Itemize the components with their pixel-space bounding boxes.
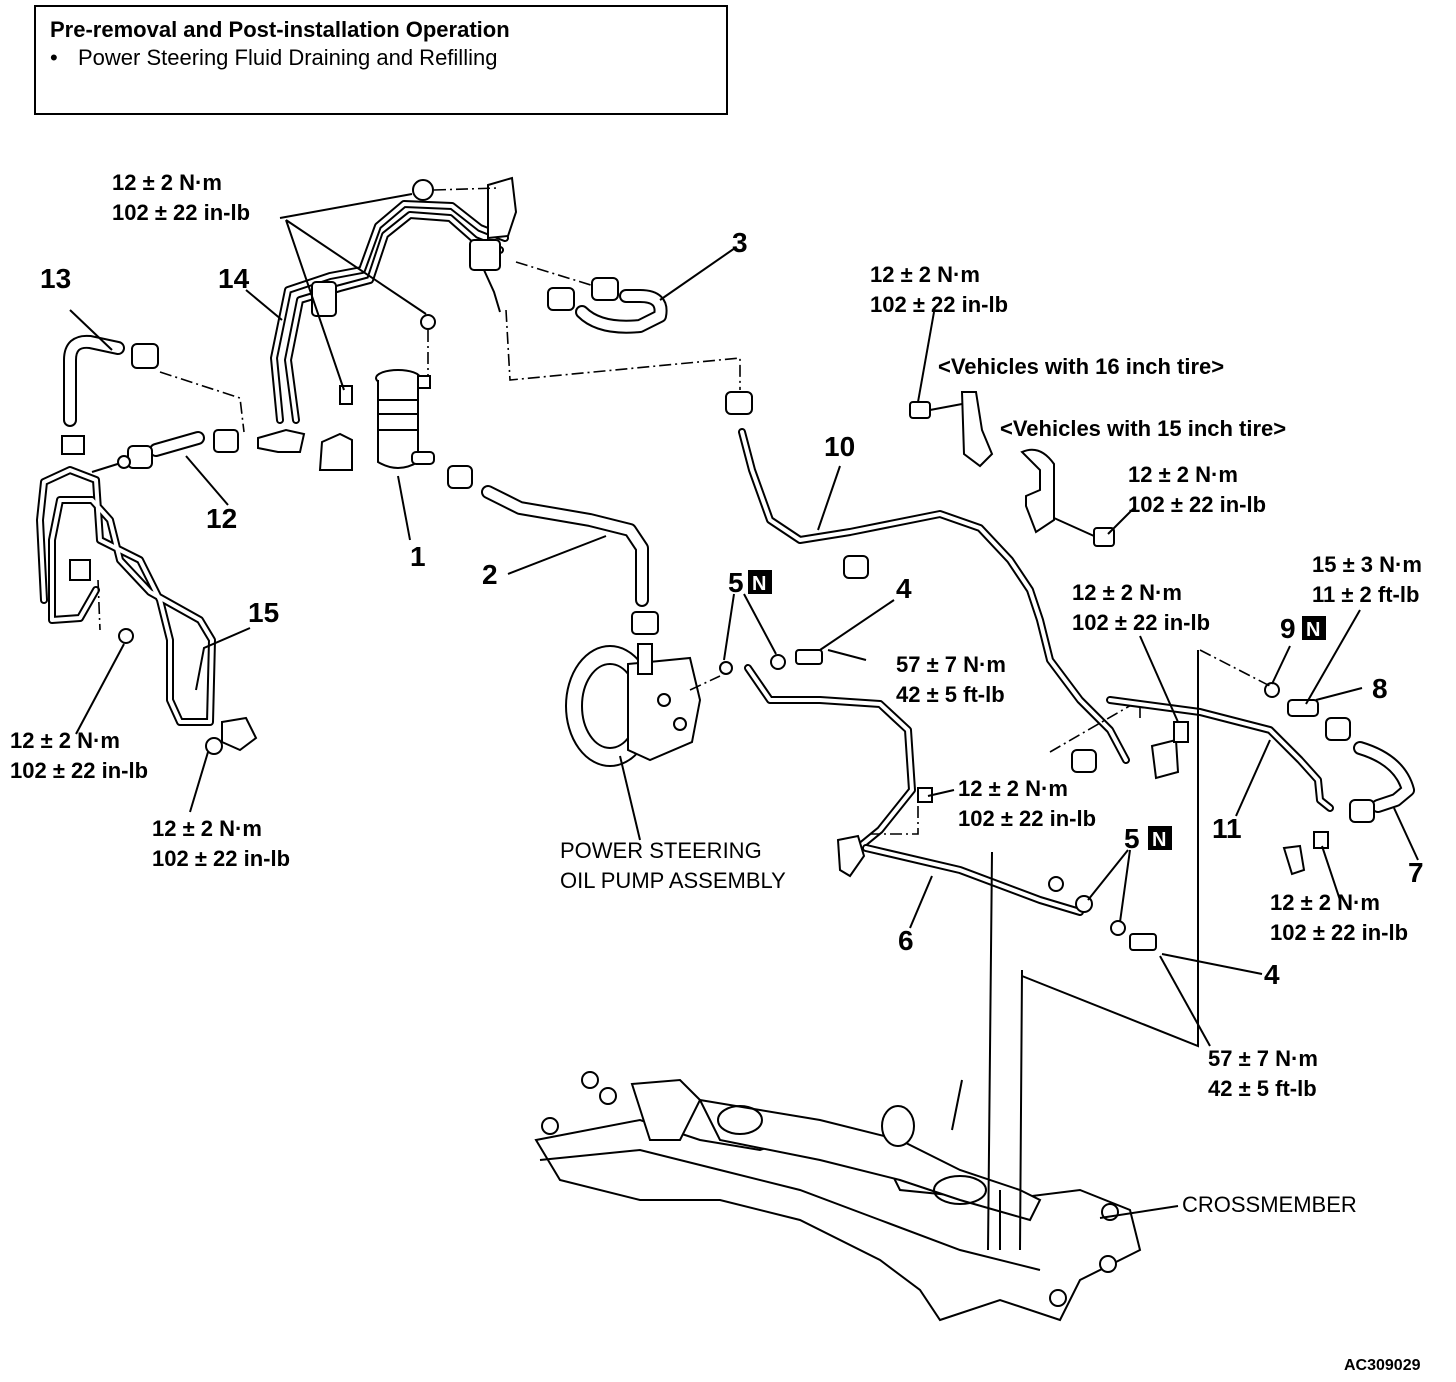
part-number-7: 7 [1408,857,1424,888]
torque-label-nm-57: 57 ± 7 N·m [896,652,1006,677]
hose-12-drawing [91,431,205,473]
note-15-inch-tire: <Vehicles with 15 inch tire> [1000,416,1286,441]
badge-letter: N [1306,619,1320,641]
part-number-6: 6 [898,925,914,956]
badge-new-part [748,570,772,594]
torque-label-inlb: 102 ± 22 in-lb [958,806,1096,831]
part-number-9: 9 [1280,613,1296,644]
return-hose-3-drawing [515,261,668,334]
note-16-inch-tire: <Vehicles with 16 inch tire> [938,354,1224,379]
pre-removal-bullet: • Power Steering Fluid Draining and Refil… [50,43,712,73]
part-number-3: 3 [732,227,748,258]
pump-caption-line1: POWER STEERING [560,838,762,863]
bullet-text: Power Steering Fluid Draining and Refill… [78,45,498,70]
torque-label-ftlb-42: 42 ± 5 ft-lb [1208,1076,1317,1101]
torque-label-inlb: 102 ± 22 in-lb [1270,920,1408,945]
torque-label-nm: 12 ± 2 N·m [870,262,980,287]
torque-label-nm: 12 ± 2 N·m [112,170,222,195]
torque-label-nm-15: 15 ± 3 N·m [1312,552,1422,577]
pre-removal-title: Pre-removal and Post-installation Operat… [50,17,510,42]
torque-label-inlb: 102 ± 22 in-lb [1072,610,1210,635]
part-number-5: 5 [728,567,744,598]
torque-label-inlb: 102 ± 22 in-lb [870,292,1008,317]
torque-label-nm: 12 ± 2 N·m [152,816,262,841]
badge-new-part [1302,616,1326,640]
figure-code: AC309029 [1344,1357,1421,1374]
part-number-5: 5 [1124,823,1140,854]
torque-label-inlb: 102 ± 22 in-lb [10,758,148,783]
tire-brackets-drawing [909,391,1115,547]
part-number-4: 4 [896,573,912,604]
vehicle-notes: <Vehicles with 16 inch tire> <Vehicles w… [938,354,1286,441]
torque-label-nm: 12 ± 2 N·m [958,776,1068,801]
part-number-15: 15 [248,597,279,628]
bracket-shape [487,176,518,240]
part-numbers: 13 14 3 10 12 1 2 5 N 4 15 9 N 8 11 5 N … [40,227,1424,990]
torque-label-ftlb-42: 42 ± 5 ft-lb [896,682,1005,707]
torque-label-nm-57: 57 ± 7 N·m [1208,1046,1318,1071]
return-tube-11-drawing [1106,649,1415,876]
return-hose-13-drawing [63,334,245,433]
part-number-14: 14 [218,263,250,294]
suction-hose-2-drawing [481,485,659,635]
pre-removal-box: Pre-removal and Post-installation Operat… [34,5,728,115]
torque-label-nm: 12 ± 2 N·m [1270,890,1380,915]
pump-caption-line2: OIL PUMP ASSEMBLY [560,868,786,893]
leader-lines [69,193,1419,1219]
torque-label-nm: 12 ± 2 N·m [10,728,120,753]
pressure-tube-14-drawing [213,176,518,471]
return-tube-15-drawing [36,435,258,755]
part-number-13: 13 [40,263,71,294]
pressure-hose-10-drawing [505,309,1141,773]
crossmember-drawing [534,650,1199,1322]
torque-labels: 12 ± 2 N·m 102 ± 22 in-lb 12 ± 2 N·m 102… [10,170,1422,1101]
part-number-10: 10 [824,431,855,462]
badge-new-part [1148,826,1172,850]
part-number-4: 4 [1264,959,1280,990]
reservoir-1-drawing [375,314,473,489]
torque-label-ftlb-11: 11 ± 2 ft-lb [1312,582,1419,607]
part-number-2: 2 [482,559,498,590]
part-number-1: 1 [410,541,426,572]
badge-letter: N [752,573,766,595]
part-number-8: 8 [1372,673,1388,704]
torque-label-nm: 12 ± 2 N·m [1072,580,1182,605]
pressure-hose-6-drawing [719,649,1157,951]
torque-label-nm: 12 ± 2 N·m [1128,462,1238,487]
part-number-11: 11 [1212,813,1242,844]
part-number-12: 12 [206,503,237,534]
captions: POWER STEERING OIL PUMP ASSEMBLY CROSSME… [560,838,1421,1374]
torque-label-inlb: 102 ± 22 in-lb [1128,492,1266,517]
torque-label-inlb: 102 ± 22 in-lb [152,846,290,871]
bullet-icon: • [50,45,58,70]
tube-clamp-shape [311,281,337,317]
crossmember-caption: CROSSMEMBER [1182,1192,1357,1217]
badge-letter: N [1152,829,1166,851]
torque-label-inlb: 102 ± 22 in-lb [112,200,250,225]
oil-pump-assembly-drawing [565,643,721,841]
